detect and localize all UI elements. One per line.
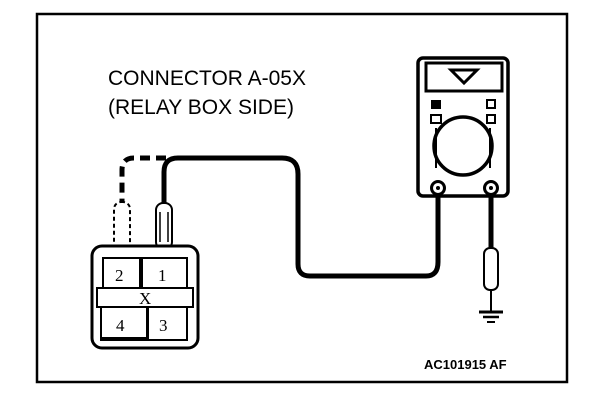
connector-a-05x: 2 1 X 4 3 <box>90 244 200 350</box>
meter-display <box>424 61 504 93</box>
multimeter <box>416 56 510 198</box>
pin-label-2: 2 <box>115 266 124 285</box>
figure-frame <box>35 12 569 384</box>
selector-dial-icon <box>432 115 494 177</box>
test-lead-wire <box>161 155 441 279</box>
ground-lead <box>483 194 499 312</box>
pin-label-3: 3 <box>159 316 168 335</box>
pin-label-1: 1 <box>158 266 167 285</box>
ground-icon <box>479 310 503 323</box>
center-mark: X <box>139 289 151 308</box>
pin-3-cavity <box>147 306 188 341</box>
pin-label-4: 4 <box>116 316 125 335</box>
pin-2-cavity <box>102 257 141 289</box>
title-connector-side: (RELAY BOX SIDE) <box>108 96 294 119</box>
pin-1-cavity <box>141 257 188 289</box>
title-connector-id: CONNECTOR A-05X <box>108 67 306 90</box>
figure-code: AC101915 AF <box>424 357 507 372</box>
